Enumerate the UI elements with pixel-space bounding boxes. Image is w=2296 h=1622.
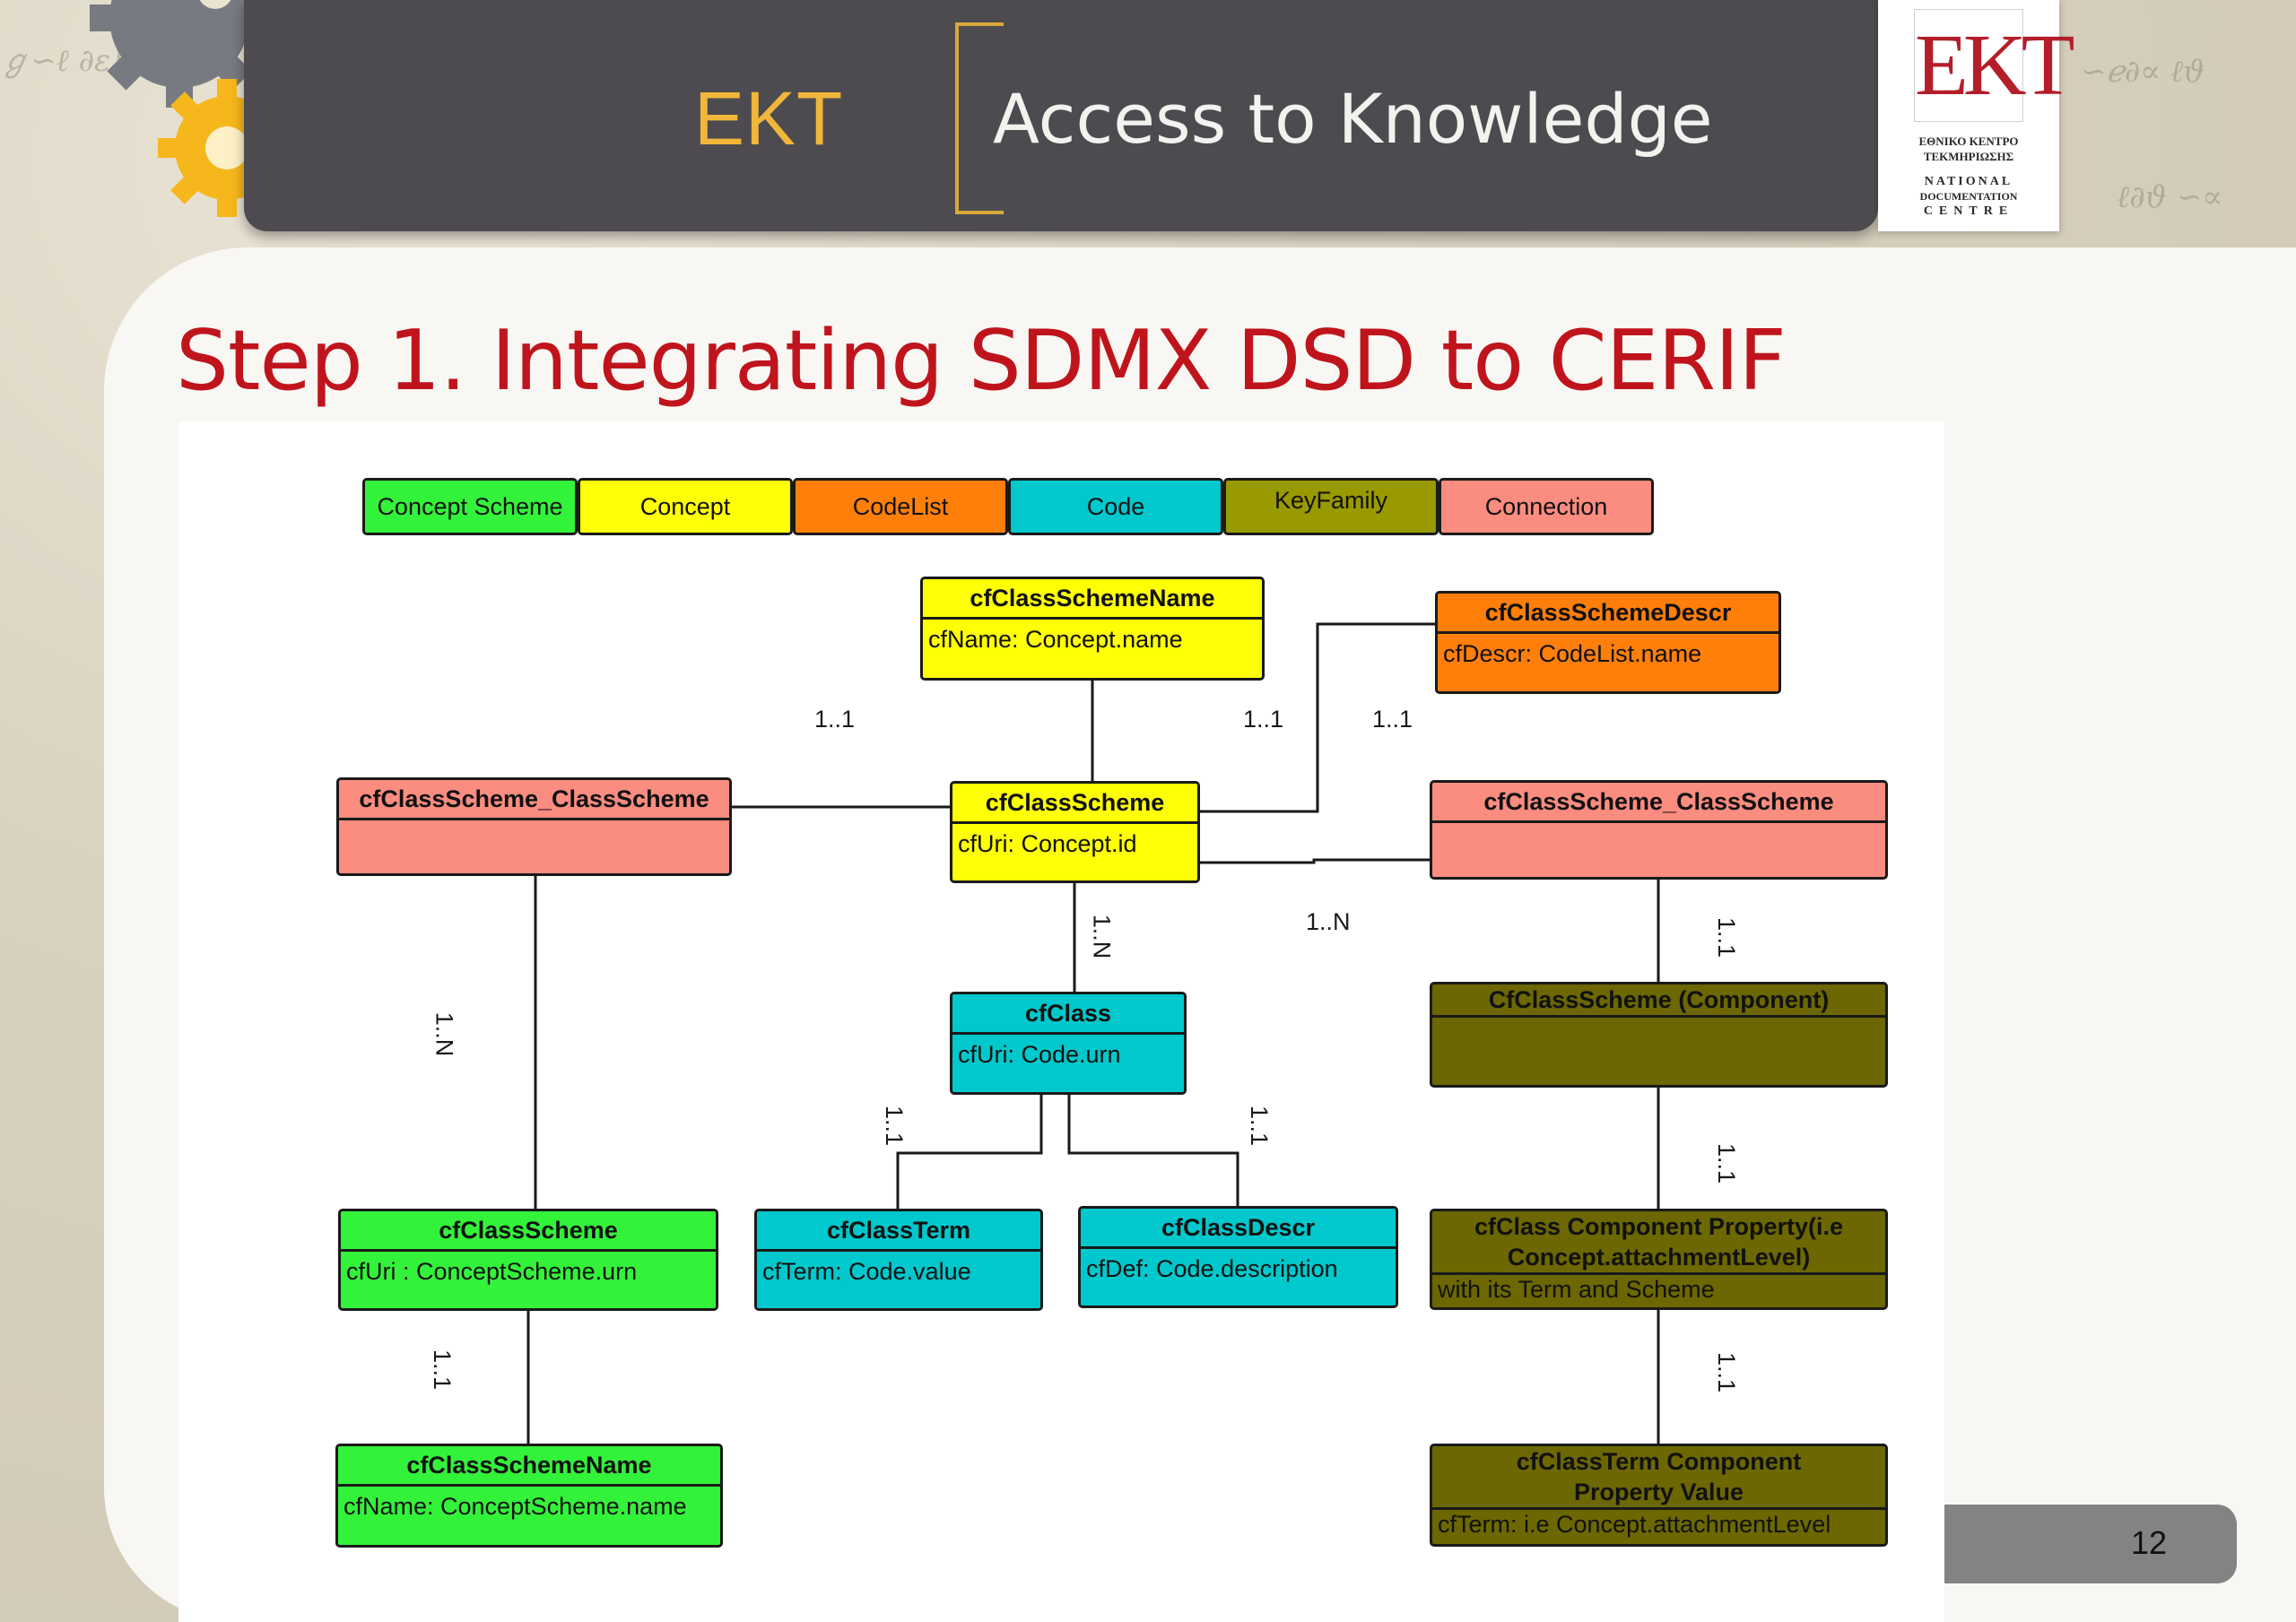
legend-keyfamily: KeyFamily bbox=[1223, 478, 1439, 535]
entity-cfclassschemename-conceptscheme: cfClassSchemeName cfName: ConceptScheme.… bbox=[335, 1444, 723, 1548]
entity-classscheme-classscheme-left: cfClassScheme_ClassScheme bbox=[336, 777, 732, 876]
legend-concept-scheme: Concept Scheme bbox=[362, 478, 578, 535]
slide-title: Step 1. Integrating SDMX DSD to CERIF bbox=[176, 312, 1787, 409]
entity-attribute: cfUri: Concept.id bbox=[958, 830, 1137, 857]
multiplicity-label: 1..1 bbox=[429, 1349, 457, 1391]
entity-attribute: with its Term and Scheme bbox=[1438, 1276, 1715, 1303]
handwriting-decoration: ℓ∂ϑ ∽∝ bbox=[2117, 179, 2223, 215]
multiplicity-label: 1..1 bbox=[1713, 1351, 1741, 1393]
connector-scheme-to-descr bbox=[1200, 622, 1436, 813]
logo-line-en-1: NATIONAL bbox=[1924, 175, 2013, 188]
multiplicity-label: 1..1 bbox=[1372, 706, 1413, 733]
connector-class-to-term bbox=[896, 1094, 1043, 1210]
multiplicity-label: 1..1 bbox=[1246, 1105, 1274, 1147]
entity-class-component-property: cfClass Component Property(i.e Concept.a… bbox=[1430, 1209, 1888, 1310]
legend-concept: Concept bbox=[578, 478, 793, 535]
entity-cfclassscheme-component: CfClassScheme (Component) bbox=[1430, 982, 1888, 1088]
handwriting-decoration: ∽ℯ∂∝ ℓϑ bbox=[2081, 54, 2205, 90]
entity-attribute: cfDescr: CodeList.name bbox=[1443, 640, 1702, 667]
entity-attribute: cfUri: Code.urn bbox=[958, 1041, 1121, 1068]
logo-line-greek-1: ΕΘΝΙΚΟ ΚΕΝΤΡΟ bbox=[1918, 134, 2019, 148]
tagline: Access to Knowledge bbox=[993, 79, 1713, 159]
gear-icon bbox=[90, 0, 269, 108]
entity-attribute: cfUri : ConceptScheme.urn bbox=[346, 1258, 638, 1285]
legend-codelist: CodeList bbox=[793, 478, 1008, 535]
header-bracket bbox=[955, 22, 1004, 214]
brand-text: EKT bbox=[694, 76, 844, 160]
page-number-tab: 12 bbox=[1944, 1505, 2237, 1583]
logo-line-en-3: CENTRE bbox=[1923, 204, 2014, 218]
entity-cfclassschemename-concept: cfClassSchemeName cfName: Concept.name bbox=[920, 577, 1265, 681]
entity-title: cfClassScheme_ClassScheme bbox=[339, 780, 729, 820]
entity-title: cfClassScheme_ClassScheme bbox=[1432, 783, 1885, 823]
multiplicity-label: 1..1 bbox=[814, 706, 856, 733]
entity-title: cfClass bbox=[952, 994, 1184, 1035]
entity-title: cfClassSchemeName bbox=[923, 579, 1262, 620]
multiplicity-label: 1..1 bbox=[881, 1105, 909, 1147]
entity-attribute bbox=[1432, 1018, 1885, 1025]
page-number: 12 bbox=[2130, 1524, 2167, 1561]
entity-title: cfClassDescr bbox=[1081, 1209, 1396, 1249]
entity-title: cfClassSchemeName bbox=[338, 1446, 720, 1487]
entity-cfclassscheme-conceptscheme: cfClassScheme cfUri : ConceptScheme.urn bbox=[338, 1209, 718, 1311]
entity-cfclassdescr: cfClassDescr cfDef: Code.description bbox=[1078, 1206, 1398, 1308]
entity-attribute bbox=[339, 820, 729, 828]
entity-cfclassscheme-concept: cfClassScheme cfUri: Concept.id bbox=[950, 781, 1200, 883]
multiplicity-label: 1..1 bbox=[1713, 916, 1741, 958]
multiplicity-label: 1..N bbox=[430, 1011, 458, 1057]
multiplicity-label: 1..1 bbox=[1243, 706, 1284, 733]
entity-attribute: cfName: Concept.name bbox=[928, 626, 1183, 653]
entity-title: CfClassScheme (Component) bbox=[1432, 984, 1885, 1018]
header-bar: EKT Access to Knowledge bbox=[244, 0, 1878, 231]
entity-title: cfClassScheme bbox=[341, 1211, 716, 1252]
connector-class-to-descr bbox=[1067, 1094, 1239, 1207]
connector-scheme-to-right bbox=[1200, 858, 1430, 864]
multiplicity-label: 1..N bbox=[1088, 914, 1116, 959]
entity-title: cfClassTerm bbox=[757, 1211, 1040, 1252]
legend-connection: Connection bbox=[1439, 478, 1654, 535]
entity-classscheme-classscheme-right: cfClassScheme_ClassScheme bbox=[1430, 780, 1888, 880]
entity-title: cfClassSchemeDescr bbox=[1438, 594, 1779, 634]
entity-classterm-component-property-value: cfClassTerm Component Property Value cfT… bbox=[1430, 1444, 1888, 1547]
entity-attribute: cfTerm: i.e Concept.attachmentLevel bbox=[1438, 1511, 1831, 1538]
logo-line-en-2: DOCUMENTATION bbox=[1919, 190, 2018, 203]
entity-attribute bbox=[1432, 823, 1885, 830]
entity-attribute: cfDef: Code.description bbox=[1086, 1255, 1338, 1282]
entity-attribute: cfName: ConceptScheme.name bbox=[344, 1493, 687, 1520]
multiplicity-label: 1..N bbox=[1306, 908, 1351, 935]
ekt-logo: EKT ΕΘΝΙΚΟ ΚΕΝΤΡΟ ΤΕΚΜΗΡΙΩΣΗΣ NATIONAL D… bbox=[1878, 0, 2075, 231]
multiplicity-label: 1..1 bbox=[1713, 1142, 1741, 1184]
legend-code: Code bbox=[1008, 478, 1223, 535]
entity-cfclassterm: cfClassTerm cfTerm: Code.value bbox=[754, 1209, 1043, 1311]
entity-attribute: cfTerm: Code.value bbox=[762, 1258, 971, 1285]
entity-cfclass: cfClass cfUri: Code.urn bbox=[950, 992, 1187, 1095]
logo-line-greek-2: ΤΕΚΜΗΡΙΩΣΗΣ bbox=[1923, 150, 2014, 163]
entity-title: cfClassTerm Component Property Value bbox=[1432, 1446, 1885, 1510]
entity-cfclassschemedescr: cfClassSchemeDescr cfDescr: CodeList.nam… bbox=[1435, 591, 1781, 694]
entity-title: cfClass Component Property(i.e Concept.a… bbox=[1432, 1211, 1885, 1275]
entity-title: cfClassScheme bbox=[952, 784, 1197, 824]
